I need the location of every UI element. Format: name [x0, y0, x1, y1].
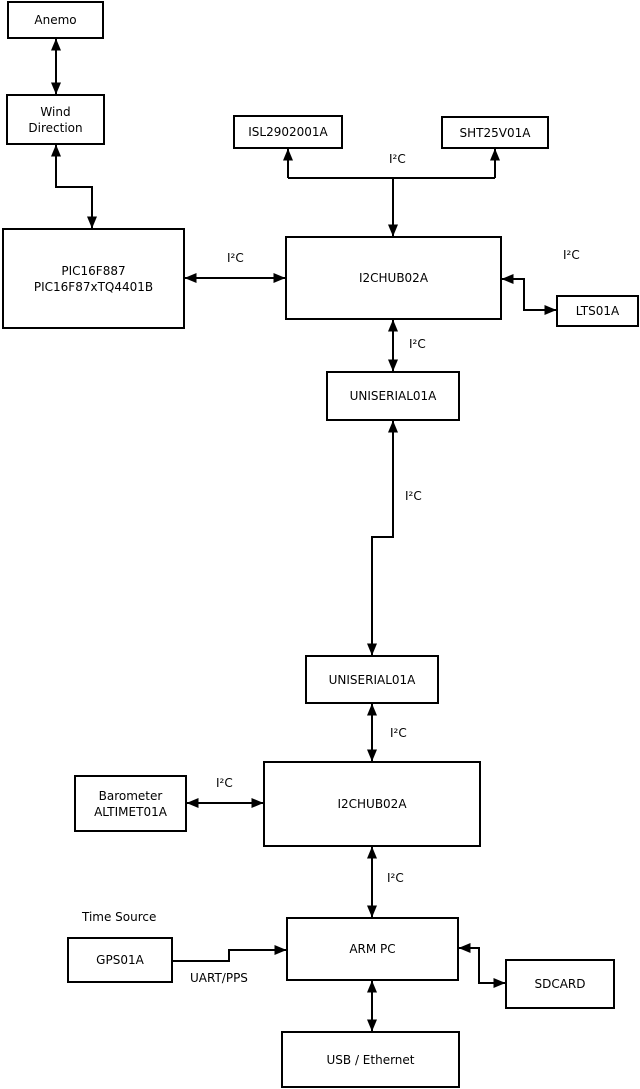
node-i2chub02a-1: I2CHUB02A — [285, 236, 502, 320]
node-pic16f887-label-line1: PIC16F887 — [61, 263, 126, 278]
node-wind-direction: Wind Direction — [6, 94, 105, 145]
node-uniserial01a-1: UNISERIAL01A — [326, 371, 460, 421]
edge-label-time-source: Time Source — [82, 910, 157, 924]
node-i2chub02a-2: I2CHUB02A — [263, 761, 481, 847]
node-uniserial01a-2: UNISERIAL01A — [305, 655, 439, 704]
edge-label-i2c-pic-hub1: I²C — [227, 251, 244, 265]
node-gps01a: GPS01A — [67, 937, 173, 983]
edge-label-i2c-hub1-lts: I²C — [563, 248, 580, 262]
edge-label-i2c-hub2-armpc: I²C — [387, 871, 404, 885]
connector-winddirection-pic — [51, 144, 97, 229]
node-arm-pc-label: ARM PC — [349, 942, 396, 956]
connector-hub1-lts — [501, 274, 557, 315]
edge-label-i2c-uniserial2-hub2: I²C — [390, 726, 407, 740]
node-wind-direction-label-line1: Wind — [40, 104, 71, 119]
edge-label-i2c-sensor-bus: I²C — [389, 152, 406, 166]
node-anemo: Anemo — [7, 1, 104, 39]
edge-label-i2c-serial-link: I²C — [405, 489, 422, 503]
connector-gps-armpc — [173, 945, 287, 962]
connector-armpc-sdcard — [458, 943, 506, 988]
node-isl2902001a-label: ISL2902001A — [248, 125, 328, 139]
node-anemo-label: Anemo — [34, 13, 77, 27]
node-usb-ethernet-label: USB / Ethernet — [326, 1052, 415, 1067]
node-isl2902001a: ISL2902001A — [233, 115, 343, 149]
node-i2chub02a-1-label: I2CHUB02A — [358, 271, 429, 285]
node-uniserial01a-1-label: UNISERIAL01A — [349, 389, 437, 403]
node-gps01a-label: GPS01A — [96, 953, 144, 967]
node-lts01a-label: LTS01A — [575, 304, 620, 318]
node-pic16f887: PIC16F887 PIC16F87xTQ4401B — [2, 228, 185, 329]
node-sdcard: SDCARD — [505, 959, 615, 1009]
node-uniserial01a-2-label: UNISERIAL01A — [328, 672, 416, 687]
node-sht25v01a: SHT25V01A — [441, 116, 549, 149]
edge-label-i2c-hub1-uniserial1: I²C — [409, 337, 426, 351]
node-barometer-altimet01a: Barometer ALTIMET01A — [74, 775, 187, 832]
node-barometer-label-line2: ALTIMET01A — [94, 804, 167, 819]
node-pic16f887-label-line2: PIC16F87xTQ4401B — [33, 279, 154, 294]
node-wind-direction-label-line2: Direction — [28, 120, 83, 135]
node-usb-ethernet: USB / Ethernet — [281, 1031, 460, 1088]
node-sdcard-label: SDCARD — [534, 977, 586, 991]
node-lts01a: LTS01A — [556, 295, 639, 327]
node-i2chub02a-2-label: I2CHUB02A — [337, 797, 407, 811]
edge-label-i2c-barometer-hub2: I²C — [216, 776, 233, 790]
connector-uniserial1-uniserial2 — [367, 420, 398, 656]
node-sht25v01a-label: SHT25V01A — [459, 125, 531, 140]
node-barometer-label-line1: Barometer — [98, 788, 163, 803]
node-arm-pc: ARM PC — [286, 917, 459, 981]
edge-label-uart-pps: UART/PPS — [190, 971, 248, 985]
